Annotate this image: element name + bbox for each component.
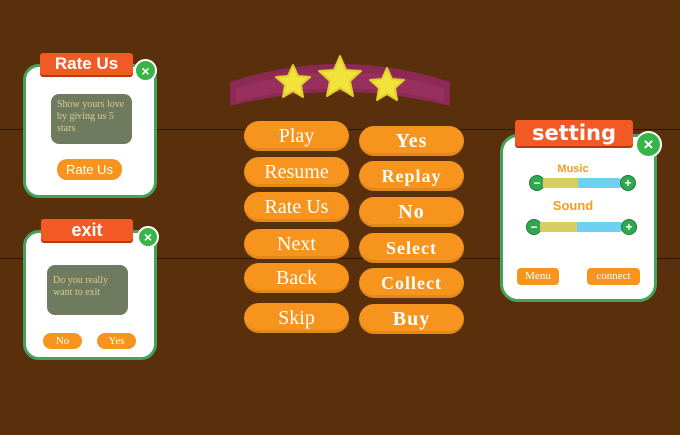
exit-close-icon[interactable]: ×	[137, 226, 159, 248]
music-plus-button[interactable]: +	[620, 175, 636, 191]
exit-no-button[interactable]: No	[43, 333, 82, 349]
star-2-icon	[318, 55, 362, 97]
select-button[interactable]: Select	[359, 233, 464, 263]
settings-close-icon[interactable]: ×	[635, 131, 662, 158]
back-button[interactable]: Back	[244, 263, 349, 293]
settings-title: setting	[515, 120, 633, 146]
collect-button[interactable]: Collect	[359, 268, 464, 298]
rate-us-button[interactable]: Rate Us	[57, 159, 122, 180]
connect-button[interactable]: connect	[587, 268, 640, 285]
exit-message: Do you really want to exit	[47, 265, 128, 315]
stars-banner	[230, 55, 450, 106]
music-slider[interactable]	[543, 178, 621, 188]
menu-button[interactable]: Menu	[517, 268, 559, 285]
rate-us-message: Show yours love by giving us 5 stars	[51, 94, 132, 144]
music-minus-button[interactable]: −	[529, 175, 545, 191]
sound-slider[interactable]	[540, 222, 622, 232]
exit-panel: Do you really want to exit No Yes	[23, 230, 157, 360]
settings-panel: Music − + Sound − + Menu connect	[500, 134, 657, 302]
skip-button[interactable]: Skip	[244, 303, 349, 333]
star-1-icon	[275, 64, 311, 98]
rate-us-menu-button[interactable]: Rate Us	[244, 192, 349, 222]
no-button[interactable]: No	[359, 197, 464, 227]
exit-title: exit	[41, 219, 133, 241]
rate-us-close-icon[interactable]: ×	[134, 59, 157, 82]
replay-button[interactable]: Replay	[359, 161, 464, 191]
yes-button[interactable]: Yes	[359, 126, 464, 156]
next-button[interactable]: Next	[244, 229, 349, 259]
music-label: Music	[557, 163, 589, 175]
sound-label: Sound	[552, 198, 594, 213]
sound-slider-fill	[540, 222, 577, 232]
resume-button[interactable]: Resume	[244, 157, 349, 187]
music-slider-fill	[543, 178, 579, 188]
exit-yes-button[interactable]: Yes	[97, 333, 136, 349]
buy-button[interactable]: Buy	[359, 304, 464, 334]
rate-us-title: Rate Us	[40, 53, 133, 75]
star-3-icon	[369, 67, 405, 101]
rate-us-panel: Show yours love by giving us 5 stars Rat…	[23, 64, 157, 198]
play-button[interactable]: Play	[244, 121, 349, 151]
divider-line-bottom	[0, 258, 680, 259]
sound-plus-button[interactable]: +	[621, 219, 637, 235]
